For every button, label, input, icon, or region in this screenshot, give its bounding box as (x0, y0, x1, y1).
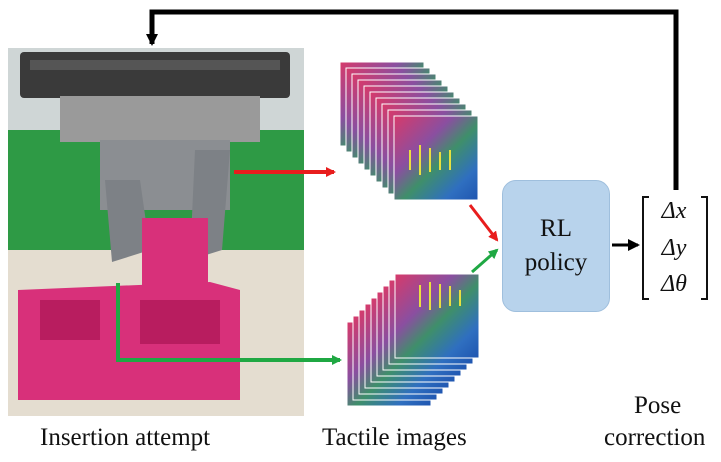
pose-correction-vector: Δx Δy Δθ (642, 196, 706, 300)
rl-policy-box: RL policy (502, 180, 610, 312)
robot-gripper-photo (8, 48, 304, 416)
delta-theta: Δθ (661, 271, 687, 297)
feedback-arrow (146, 9, 679, 190)
matrix-bracket-left (642, 196, 649, 300)
green-arrow-bottom-stack-to-policy (471, 248, 499, 274)
matrix-bracket-right (701, 196, 708, 300)
caption-pose-line1: Pose (634, 392, 682, 419)
tactile-stack-bottom (346, 273, 480, 407)
red-arrow-top-stack-to-policy (468, 204, 499, 242)
caption-tactile: Tactile images (322, 424, 467, 451)
green-arrow-photo-to-bottom-stack (116, 283, 342, 365)
policy-label-line1: RL (540, 215, 572, 242)
caption-insertion: Insertion attempt (40, 424, 211, 451)
policy-label-line2: policy (524, 249, 588, 276)
caption-pose-line2: correction (604, 424, 706, 451)
delta-y: Δy (661, 234, 687, 261)
delta-x: Δx (661, 198, 687, 224)
tactile-stack-top (339, 61, 479, 201)
